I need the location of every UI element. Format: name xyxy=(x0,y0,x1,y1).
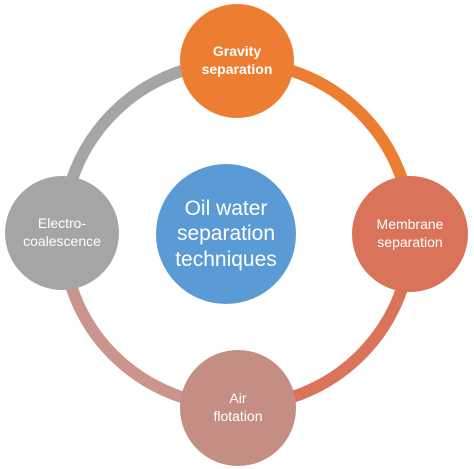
node-air-flotation: Air flotation xyxy=(180,350,296,466)
node-electro-coalescence: Electro- coalescence xyxy=(5,176,119,290)
center-node-oil-water-separation: Oil water separation techniques xyxy=(156,164,296,304)
node-label-membrane: Membrane separation xyxy=(376,216,444,250)
node-membrane-separation: Membrane separation xyxy=(352,176,468,292)
node-label-electro: Electro- coalescence xyxy=(23,215,101,249)
node-label-gravity: Gravity separation xyxy=(201,43,273,77)
node-gravity-separation: Gravity separation xyxy=(180,4,294,118)
node-label-air: Air flotation xyxy=(213,390,263,424)
center-node-label: Oil water separation techniques xyxy=(175,196,277,271)
